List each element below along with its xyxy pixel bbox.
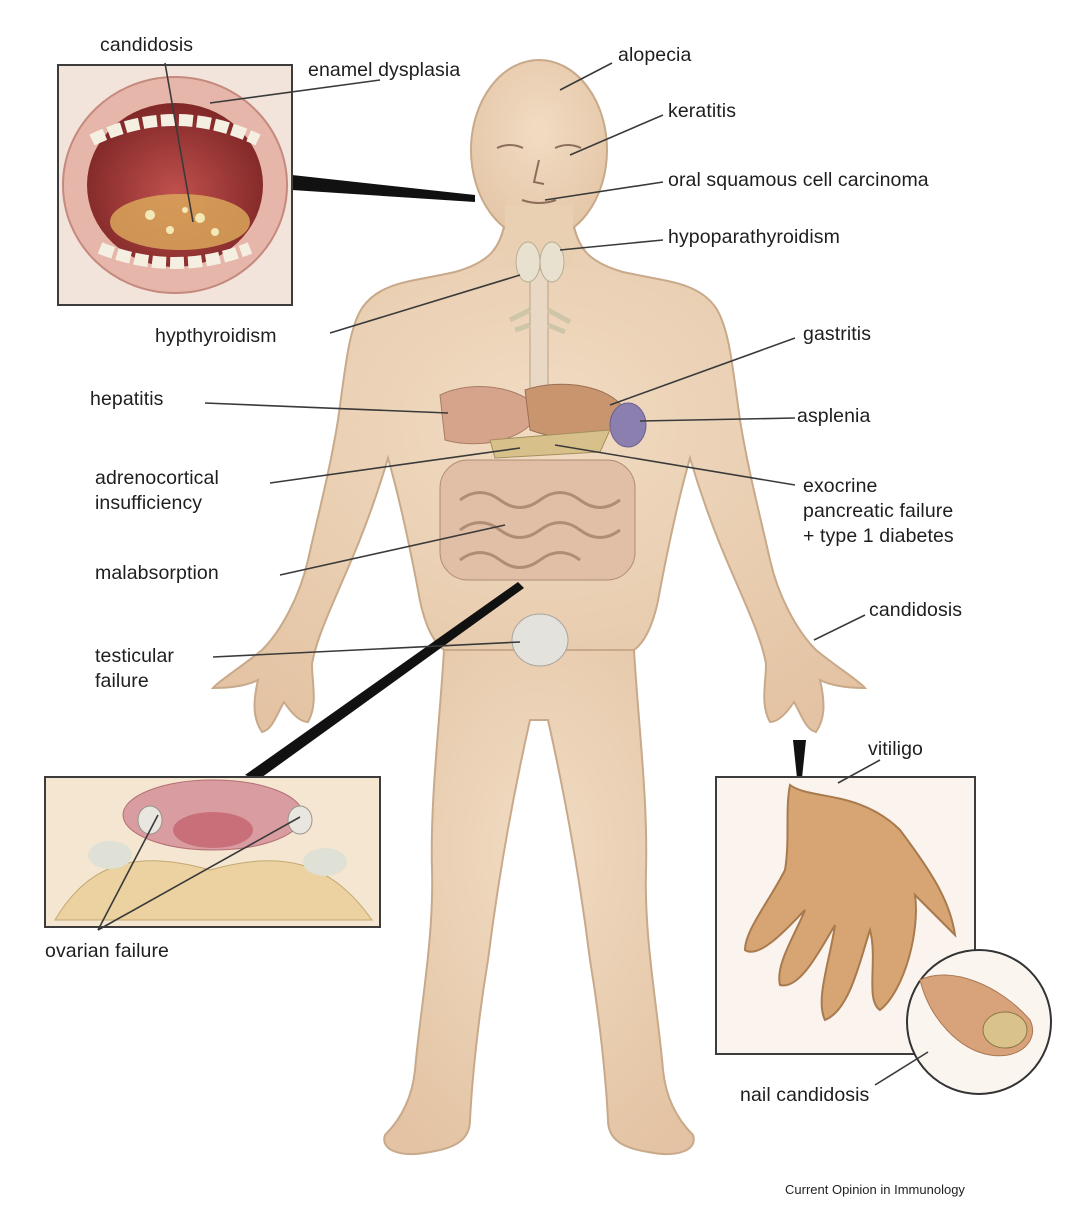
label-adrenocortical-line1: adrenocortical: [95, 466, 219, 491]
label-hypoparathyroidism: hypoparathyroidism: [668, 225, 840, 250]
label-adrenocortical-line2: insufficiency: [95, 491, 202, 516]
label-vitiligo: vitiligo: [868, 737, 923, 762]
label-ovarian-failure: ovarian failure: [45, 939, 169, 964]
label-malabsorption: malabsorption: [95, 561, 219, 586]
label-oral-scc: oral squamous cell carcinoma: [668, 168, 929, 193]
label-hepatitis: hepatitis: [90, 387, 164, 412]
label-gastritis: gastritis: [803, 322, 871, 347]
label-asplenia: asplenia: [797, 404, 870, 429]
label-exocrine-line1: exocrine: [803, 474, 878, 499]
hand-inset: [716, 740, 1051, 1094]
label-keratitis: keratitis: [668, 99, 736, 124]
label-exocrine-line2: pancreatic failure: [803, 499, 953, 524]
label-candidosis-mouth: candidosis: [100, 33, 193, 58]
label-exocrine-line3: + type 1 diabetes: [803, 524, 954, 549]
source-credit: Current Opinion in Immunology: [785, 1182, 965, 1198]
label-hypothyroidism: hypthyroidism: [155, 324, 277, 349]
label-candidosis-hand: candidosis: [869, 598, 962, 623]
legs: [384, 650, 694, 1154]
label-alopecia: alopecia: [618, 43, 691, 68]
mouth-inset: [58, 65, 475, 305]
label-nail-candidosis: nail candidosis: [740, 1083, 869, 1108]
label-testicular-line2: failure: [95, 669, 149, 694]
label-testicular-line1: testicular: [95, 644, 174, 669]
label-enamel-dysplasia: enamel dysplasia: [308, 58, 460, 83]
